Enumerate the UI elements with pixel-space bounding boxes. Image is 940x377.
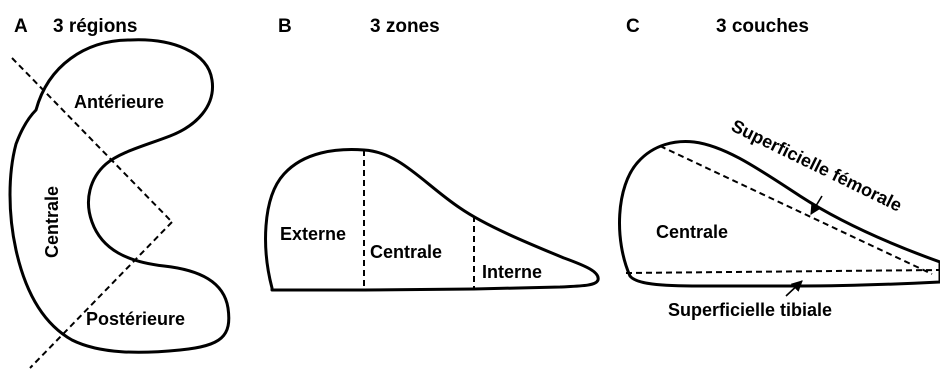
panel-b: B 3 zones Externe Centrale Interne bbox=[264, 16, 600, 292]
panel-a-title: 3 régions bbox=[53, 16, 137, 37]
panel-c-femoral-boundary bbox=[659, 145, 933, 275]
panel-c-tibial-arrow bbox=[785, 280, 803, 297]
panel-a-label-central: Centrale bbox=[42, 186, 62, 258]
panel-b-label-outer: Externe bbox=[280, 224, 346, 244]
panel-c-femoral-arrow bbox=[810, 195, 823, 215]
panel-a-label-anterior: Antérieure bbox=[74, 92, 164, 112]
panel-c-title: 3 couches bbox=[716, 16, 809, 37]
panel-c-label-tibial: Superficielle tibiale bbox=[668, 300, 832, 320]
panel-a: A 3 régions Antérieure Centrale Postérie… bbox=[8, 16, 231, 369]
panel-c: C 3 couches Centrale Superficielle fémor… bbox=[618, 16, 940, 320]
panel-a-divider-posterior bbox=[29, 221, 173, 369]
panel-a-letter: A bbox=[14, 16, 28, 37]
panel-a-label-posterior: Postérieure bbox=[86, 309, 185, 329]
panel-b-letter: B bbox=[278, 16, 292, 37]
panel-c-tibial-boundary bbox=[625, 269, 940, 274]
panel-a-divider-anterior bbox=[11, 57, 173, 223]
panel-c-letter: C bbox=[626, 16, 640, 37]
panel-c-label-central: Centrale bbox=[656, 222, 728, 242]
panel-b-wedge-outline bbox=[264, 148, 600, 292]
panel-a-meniscus-outline bbox=[8, 38, 231, 354]
panel-c-wedge-outline bbox=[618, 140, 940, 288]
panel-b-label-inner: Interne bbox=[482, 262, 542, 282]
panel-b-title: 3 zones bbox=[370, 16, 440, 37]
panel-b-label-central: Centrale bbox=[370, 242, 442, 262]
